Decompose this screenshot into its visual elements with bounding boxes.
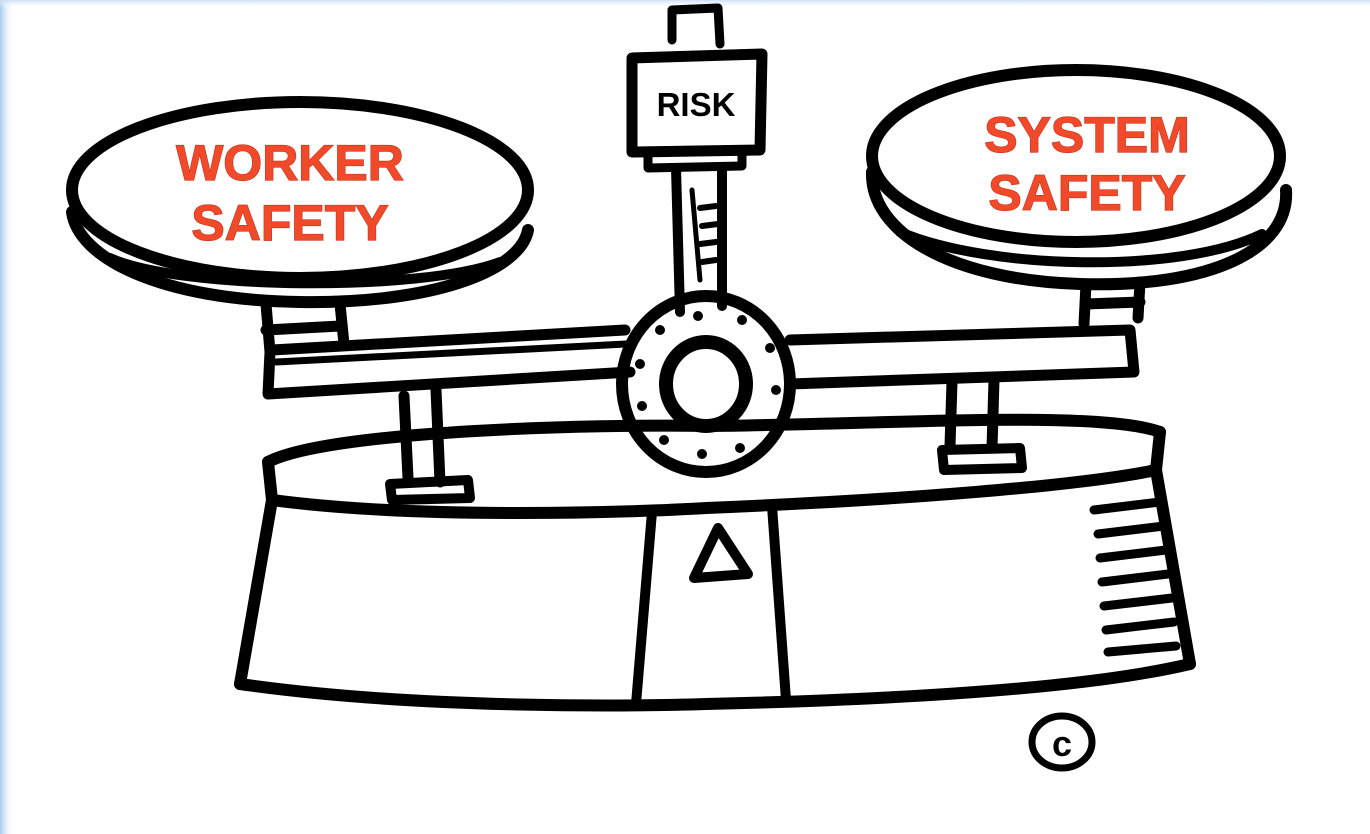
scale-base xyxy=(240,420,1190,706)
risk-label: RISK xyxy=(657,86,736,123)
system-safety-label-line1: SYSTEM xyxy=(984,107,1190,163)
worker-safety-label-line2: SAFETY xyxy=(191,195,388,251)
system-safety-label-line2: SAFETY xyxy=(988,165,1185,221)
worker-safety-label-line1: WORKER xyxy=(176,135,404,191)
risk-indicator-column xyxy=(632,8,762,312)
copyright-mark: c xyxy=(1032,716,1092,768)
pivot-hub xyxy=(622,296,790,472)
copyright-letter: c xyxy=(1052,723,1072,764)
